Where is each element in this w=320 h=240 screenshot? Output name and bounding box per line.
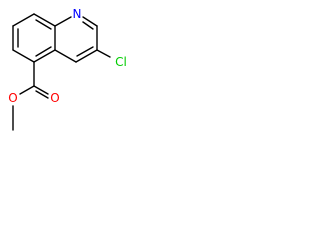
bond bbox=[82, 16, 98, 27]
bond bbox=[35, 19, 52, 30]
bond bbox=[12, 49, 35, 63]
bond bbox=[76, 46, 94, 57]
benzene-ring bbox=[12, 13, 56, 63]
nitrogen-atom-label: N bbox=[73, 7, 82, 21]
ester-oxygen-atom-label: O bbox=[8, 91, 17, 105]
carbonyl-double-bond bbox=[33, 85, 49, 95]
bond bbox=[33, 49, 56, 63]
bond bbox=[33, 13, 56, 27]
chlorine-atom-label: Cl bbox=[115, 55, 127, 69]
methyl-ester-group bbox=[12, 61, 49, 131]
bond bbox=[54, 16, 72, 27]
chemical-structure: N Cl O O bbox=[8, 7, 127, 131]
ester-single-bond bbox=[19, 85, 35, 95]
pyridine-ring bbox=[54, 16, 98, 63]
bond bbox=[82, 21, 94, 30]
chloro-bond bbox=[96, 49, 111, 58]
bond bbox=[54, 49, 77, 63]
carbonyl-oxygen-atom-label: O bbox=[50, 91, 59, 105]
bond bbox=[12, 13, 35, 27]
bond bbox=[75, 49, 98, 63]
bond bbox=[35, 46, 52, 57]
carbonyl-double-bond bbox=[35, 90, 49, 99]
